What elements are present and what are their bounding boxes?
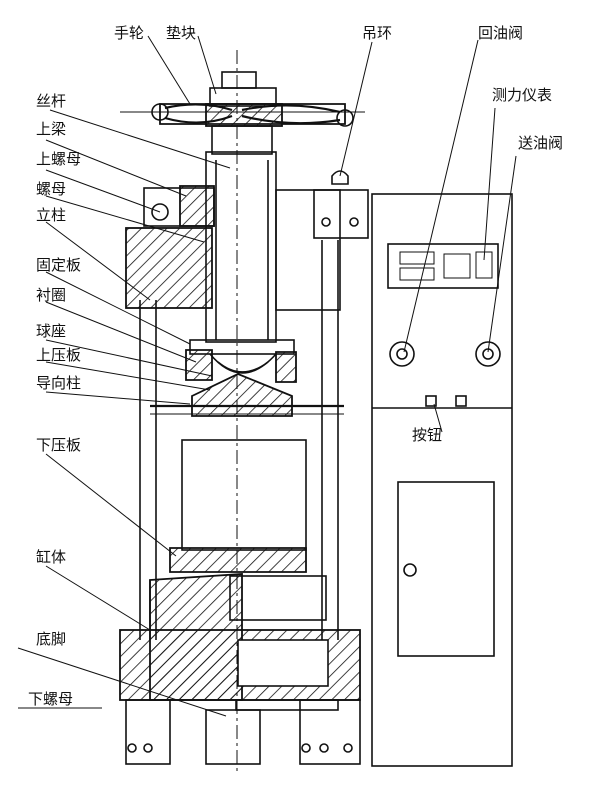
press-head-shape bbox=[150, 339, 344, 417]
label-lower-platen: 下压板 bbox=[36, 436, 81, 454]
base-feet-shapes bbox=[125, 699, 361, 765]
cylinder-body-shape bbox=[119, 573, 361, 711]
label-nut: 螺母 bbox=[36, 180, 66, 198]
screw-rod-shape bbox=[205, 125, 277, 343]
label-fixed-plate: 固定板 bbox=[36, 256, 81, 274]
label-force-gauge: 测力仪表 bbox=[492, 86, 552, 104]
control-cabinet-shape bbox=[371, 193, 513, 767]
label-feed-valve: 送油阀 bbox=[518, 134, 563, 152]
label-cylinder-body: 缸体 bbox=[36, 548, 66, 566]
label-guide-post: 导向柱 bbox=[36, 374, 81, 392]
upper-beam-shape bbox=[125, 185, 341, 311]
label-liner-ring: 衬圈 bbox=[36, 286, 66, 304]
label-handwheel: 手轮 bbox=[114, 24, 144, 42]
lower-platen-shape bbox=[169, 439, 307, 573]
label-column: 立柱 bbox=[36, 206, 66, 224]
leader-lines bbox=[17, 35, 517, 717]
label-lifting-ring: 吊环 bbox=[362, 24, 392, 42]
label-upper-beam: 上梁 bbox=[36, 120, 66, 138]
label-ball-seat: 球座 bbox=[36, 322, 66, 340]
label-upper-nut: 上螺母 bbox=[36, 150, 81, 168]
label-upper-platen: 上压板 bbox=[36, 346, 81, 364]
label-screw-rod: 丝杆 bbox=[36, 92, 66, 110]
pad-block-shape bbox=[205, 71, 283, 127]
lifting-ring-icon bbox=[313, 170, 369, 239]
label-return-valve: 回油阀 bbox=[478, 24, 523, 42]
label-pad-block: 垫块 bbox=[166, 24, 196, 42]
label-lower-nut: 下螺母 bbox=[28, 690, 73, 708]
label-base-foot: 底脚 bbox=[36, 630, 66, 648]
label-button: 按钮 bbox=[412, 426, 442, 444]
labels: 手轮 垫块 吊环 回油阀 丝杆 测力仪表 上梁 送油阀 上螺母 螺母 立柱 固定… bbox=[28, 24, 563, 708]
